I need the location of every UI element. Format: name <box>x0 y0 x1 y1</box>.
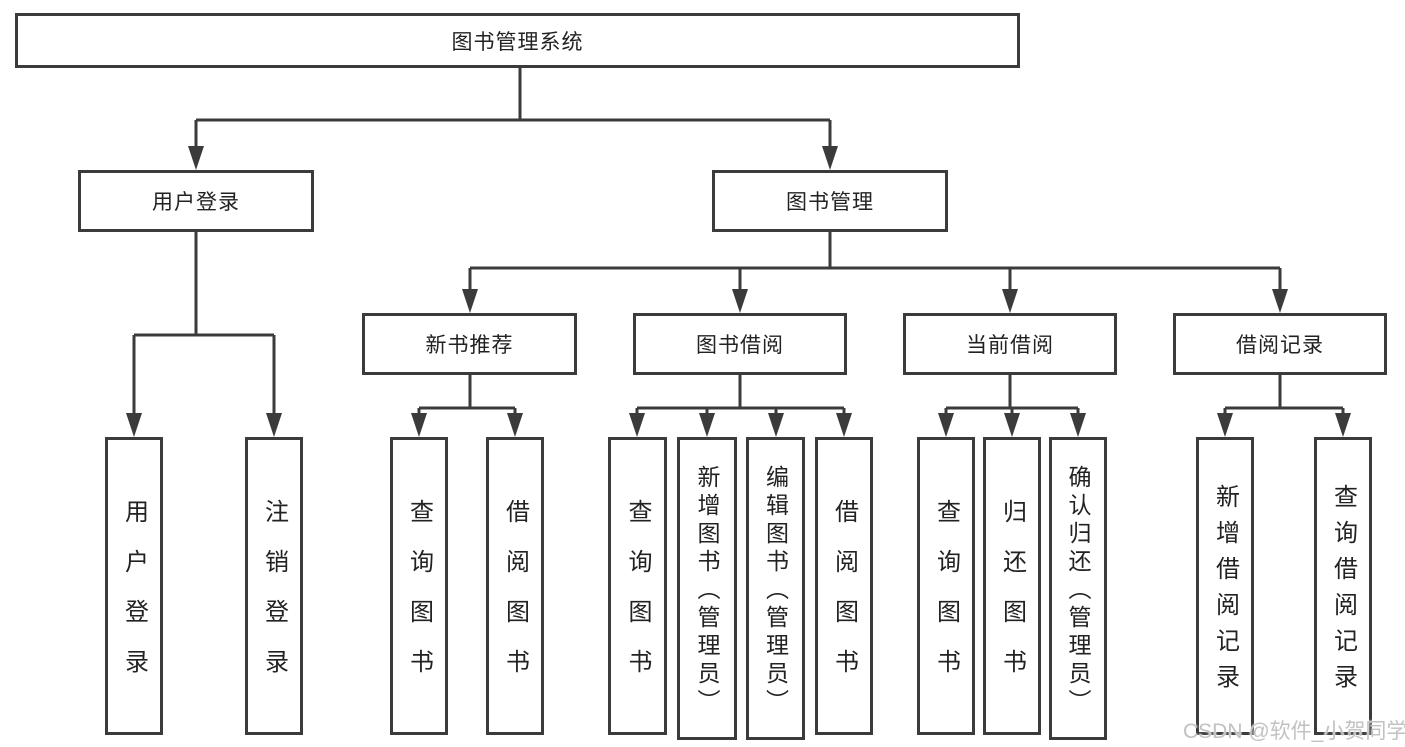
connector-userlogin-to-leaves <box>132 232 276 417</box>
node-book-mgmt-label: 图书管理 <box>786 191 874 214</box>
node-borrow-record: 借阅记录 <box>1173 313 1387 375</box>
node-current-borrow: 当前借阅 <box>903 313 1117 375</box>
leaf-confirm-return-admin: 确认归还（管理员） <box>1049 437 1107 740</box>
leaf-query-books-current: 查询图书 <box>917 437 975 735</box>
node-root-library-system: 图书管理系统 <box>15 13 1020 68</box>
connector-bookborrow-to-leaves <box>635 375 846 417</box>
node-root-label: 图书管理系统 <box>451 30 584 54</box>
node-book-borrow: 图书借阅 <box>633 313 847 375</box>
node-book-mgmt-branch: 图书管理 <box>712 170 948 232</box>
leaf-edit-books-admin: 编辑图书（管理员） <box>746 437 805 740</box>
node-borrow-record-label: 借阅记录 <box>1236 334 1324 357</box>
leaf-query-books-borrow: 查询图书 <box>608 437 667 735</box>
node-user-login-label: 用户登录 <box>152 191 240 214</box>
arrowheads <box>126 146 1351 437</box>
connector-root-to-level2 <box>194 68 832 150</box>
node-current-borrow-label: 当前借阅 <box>966 334 1054 357</box>
connector-currentborrow-to-leaves <box>944 375 1080 417</box>
leaf-add-books-admin: 新增图书（管理员） <box>677 437 737 740</box>
leaf-borrow-books: 借阅图书 <box>815 437 873 735</box>
leaf-query-books-rec: 查询图书 <box>390 437 448 735</box>
leaf-query-borrow-record: 查询借阅记录 <box>1314 437 1372 735</box>
connector-borrowrecord-to-leaves <box>1223 375 1345 417</box>
leaf-borrow-books-rec: 借阅图书 <box>486 437 544 735</box>
connector-bookmgmt-to-groups <box>468 232 1282 293</box>
leaf-user-login: 用户登录 <box>105 437 163 735</box>
leaf-return-books: 归还图书 <box>983 437 1041 735</box>
node-new-book-rec: 新书推荐 <box>362 313 577 375</box>
csdn-watermark: CSDN @软件_小贺同学 <box>1183 720 1405 743</box>
leaf-logout: 注销登录 <box>245 437 303 735</box>
leaf-add-borrow-record: 新增借阅记录 <box>1196 437 1254 735</box>
node-book-borrow-label: 图书借阅 <box>696 334 784 357</box>
node-user-login-branch: 用户登录 <box>78 170 314 232</box>
connector-newbookrec-to-leaves <box>417 375 517 417</box>
node-new-book-rec-label: 新书推荐 <box>425 334 514 357</box>
